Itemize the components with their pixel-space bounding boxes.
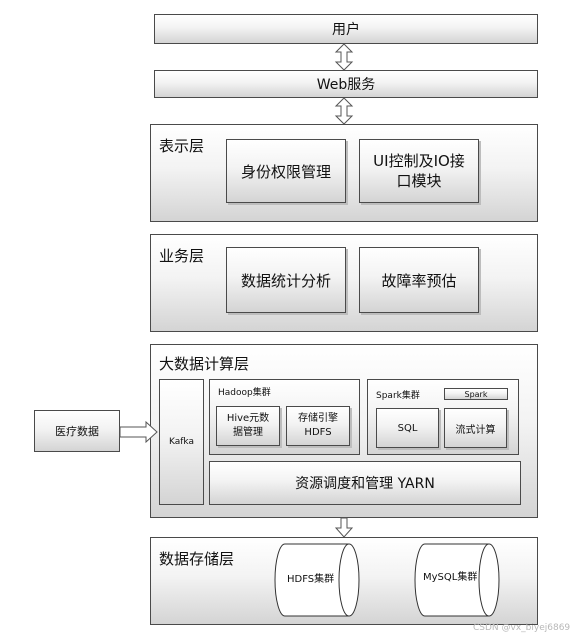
hdfs-cluster-cylinder-icon [274,543,360,617]
medical-data-label: 医疗数据 [55,425,99,438]
stats-module-label: 数据统计分析 [240,271,331,290]
failure-module-label: 故障率预估 [381,271,457,290]
right-arrow-icon [119,420,158,444]
ui-io-module: UI控制及IO接 口模块 [359,139,479,203]
down-arrow-icon [334,517,354,538]
auth-module: 身份权限管理 [226,139,346,203]
failure-module: 故障率预估 [359,247,479,313]
stream-box: 流式计算 [444,408,507,448]
web-service-label: Web服务 [316,77,376,93]
spark-title: Spark集群 [376,391,420,401]
user-label: 用户 [332,22,360,38]
hive-label-line2: 据管理 [233,427,263,438]
business-title: 业务层 [159,247,205,265]
sql-label: SQL [397,422,418,434]
user-box: 用户 [154,14,538,44]
hdfs-engine-label-line2: HDFS [304,427,332,438]
stats-module: 数据统计分析 [226,247,346,313]
bigdata-layer: 大数据计算层 Kafka Hadoop集群 Hive元数 据管理 存储引擎 HD… [150,344,538,518]
storage-layer: 数据存储层 HDFS集群 MySQL集群 [150,537,538,625]
hadoop-cluster: Hadoop集群 Hive元数 据管理 存储引擎 HDFS [209,379,360,455]
hdfs-engine-label-line1: 存储引擎 [298,413,338,424]
double-arrow-icon [334,97,354,125]
auth-module-label: 身份权限管理 [240,162,331,181]
yarn-box: 资源调度和管理 YARN [209,461,521,505]
hive-box: Hive元数 据管理 [216,406,280,446]
spark-tag-label: Spark [464,389,488,399]
web-service-box: Web服务 [154,70,538,98]
hive-label-line1: Hive元数 [226,413,270,424]
presentation-layer: 表示层 身份权限管理 UI控制及IO接 口模块 [150,124,538,222]
presentation-title: 表示层 [159,137,205,155]
hdfs-cluster-label: HDFS集群 [287,574,335,585]
medical-data-box: 医疗数据 [34,410,120,452]
spark-tag: Spark [444,388,508,400]
bigdata-title: 大数据计算层 [159,355,250,373]
mysql-cluster-cylinder-icon [414,543,500,617]
stream-label: 流式计算 [455,424,496,436]
hadoop-title: Hadoop集群 [218,388,271,398]
ui-io-label-line1: UI控制及IO接 [373,152,465,170]
hdfs-engine-box: 存储引擎 HDFS [286,406,350,446]
yarn-label: 资源调度和管理 YARN [295,476,435,492]
mysql-cluster-label: MySQL集群 [423,572,478,583]
ui-io-label-line2: 口模块 [396,172,442,190]
kafka-label: Kafka [169,437,194,447]
storage-title: 数据存储层 [159,550,235,568]
double-arrow-icon [334,43,354,71]
sql-box: SQL [376,408,439,448]
watermark: CSDN @vx_biyej6869 [473,623,571,633]
spark-cluster: Spark集群 Spark SQL 流式计算 [367,379,519,455]
kafka-box: Kafka [159,379,204,505]
business-layer: 业务层 数据统计分析 故障率预估 [150,234,538,332]
